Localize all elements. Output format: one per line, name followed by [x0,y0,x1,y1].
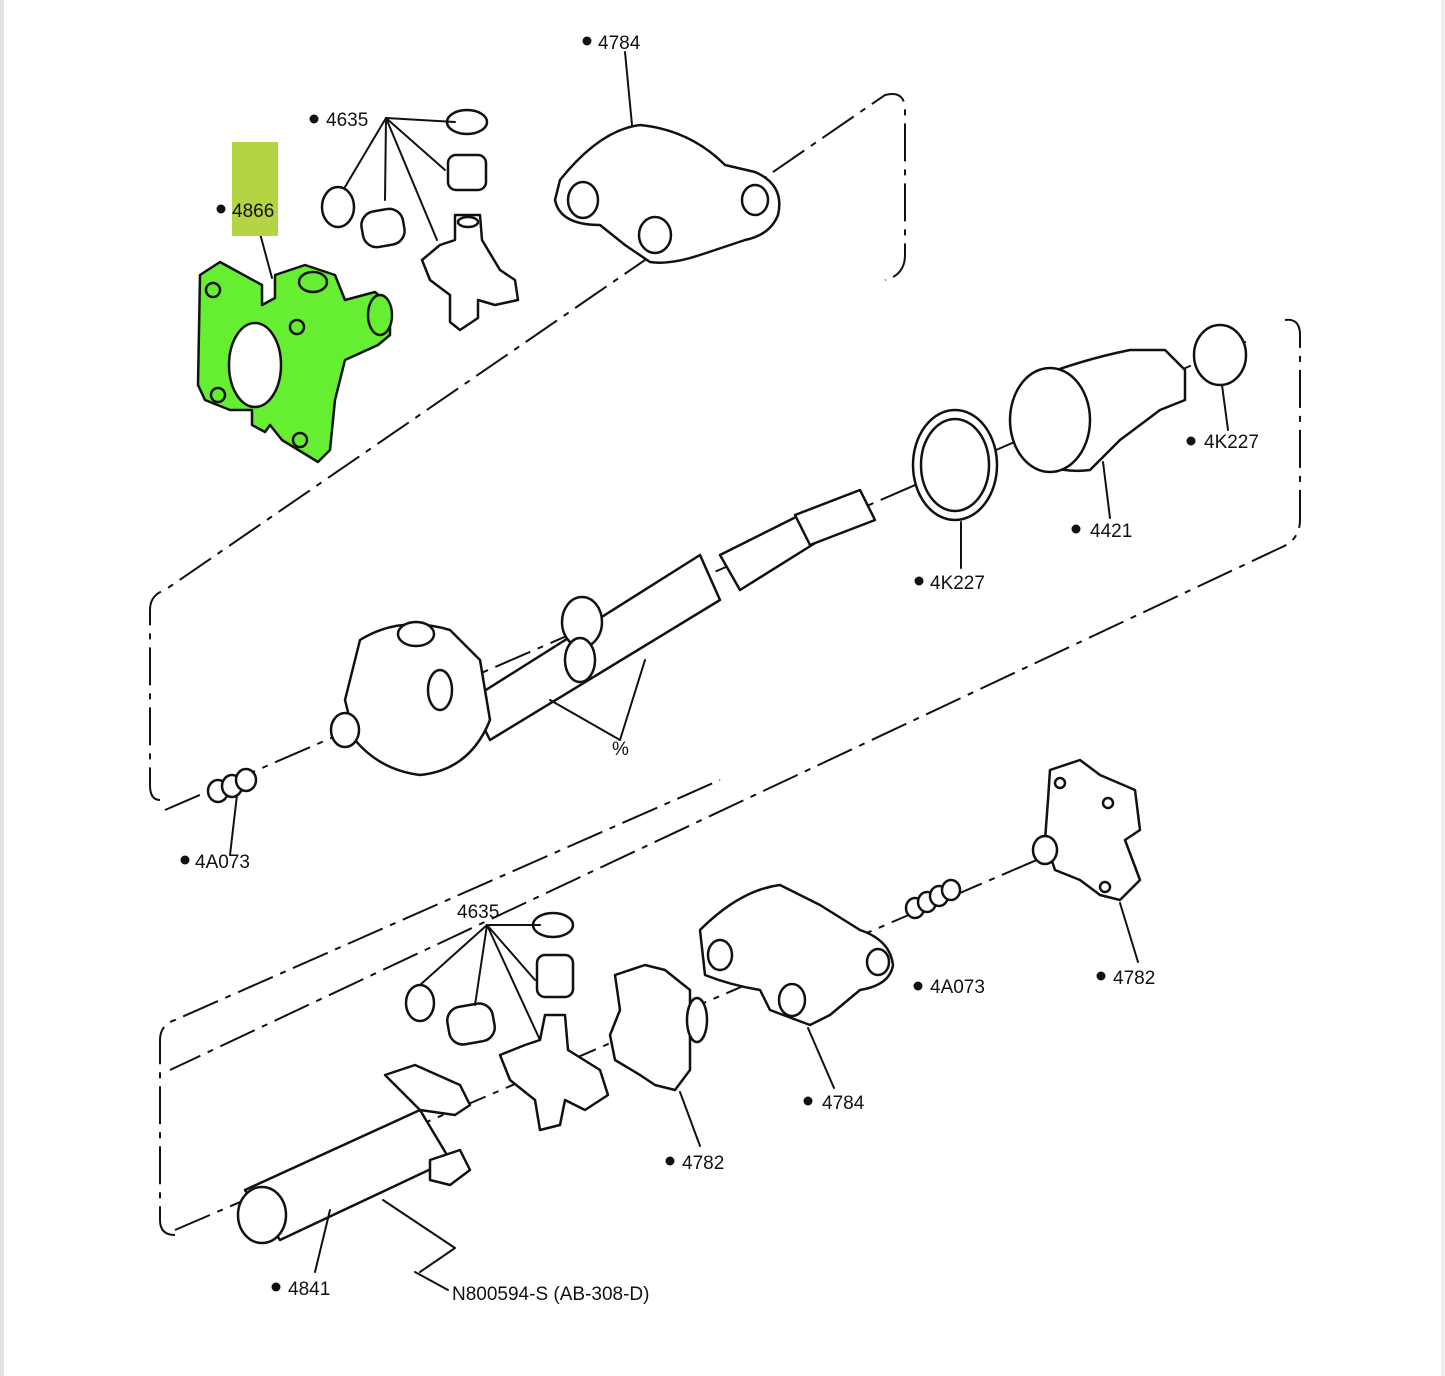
lower-assembly-outline [159,779,721,1236]
middle-assembly-outline [169,318,1301,1071]
callout-percent[interactable]: % [612,739,629,760]
svg-text:%: % [612,739,629,760]
part-4635-upper-ujoint-kit[interactable] [320,108,520,332]
label-highlight-4866 [232,142,278,236]
svg-text:4635: 4635 [457,902,499,923]
callout-bolt[interactable]: N800594-S (AB-308-D) [452,1284,649,1305]
part-4421-boot[interactable] [1008,348,1187,474]
svg-text:4866: 4866 [232,201,274,222]
part-4784-lower-slip-yoke[interactable] [698,883,895,1027]
part-4841-slip-yoke-shaft[interactable] [236,1063,472,1245]
callout-4784-bottom[interactable]: 4784 [803,1093,865,1114]
callout-4635-top[interactable]: 4635 [309,110,369,131]
svg-text:4A073: 4A073 [195,852,250,873]
callout-4782-right[interactable]: 4782 [1096,968,1156,989]
svg-text:4635: 4635 [326,110,368,131]
svg-text:4A073: 4A073 [930,977,985,998]
callout-4k227-right[interactable]: 4K227 [1186,432,1259,453]
svg-text:4782: 4782 [1113,968,1155,989]
svg-text:N800594-S (AB-308-D): N800594-S (AB-308-D) [452,1284,649,1305]
callout-4841[interactable]: 4841 [271,1279,331,1300]
callout-4635-bottom[interactable]: 4635 [457,902,499,923]
callout-4784-top[interactable]: 4784 [582,33,641,54]
callout-4a073-right[interactable]: 4A073 [913,977,985,998]
callout-4866[interactable]: 4866 [216,201,275,222]
leader-lines [229,51,1229,1291]
svg-text:4782: 4782 [682,1153,724,1174]
svg-text:4841: 4841 [288,1279,330,1300]
svg-text:4784: 4784 [822,1093,865,1114]
part-cv-joint-shaft[interactable] [329,488,877,777]
part-4a073-left-spring[interactable] [206,767,258,804]
part-4784-upper-slip-yoke[interactable] [553,123,781,264]
part-4a073-right-spring[interactable] [904,878,962,920]
part-4782-mid-flange[interactable] [608,963,709,1092]
part-4635-lower-ujoint-kit[interactable] [404,911,610,1132]
svg-text:4K227: 4K227 [930,573,985,594]
upper-assembly-outline [149,93,906,801]
callout-4a073-left[interactable]: 4A073 [180,852,250,873]
part-4k227-right-snap-ring[interactable] [1192,323,1248,387]
part-4866-flange-yoke[interactable] [196,260,394,464]
callout-4k227-mid[interactable]: 4K227 [914,573,985,594]
part-4k227-mid-snap-ring[interactable] [911,408,999,522]
svg-text:4784: 4784 [598,33,641,54]
part-4782-right-flange[interactable] [1031,758,1142,902]
svg-text:4421: 4421 [1090,521,1132,542]
callout-4421[interactable]: 4421 [1071,521,1133,542]
callout-4782-mid[interactable]: 4782 [665,1153,725,1174]
svg-text:4K227: 4K227 [1204,432,1259,453]
